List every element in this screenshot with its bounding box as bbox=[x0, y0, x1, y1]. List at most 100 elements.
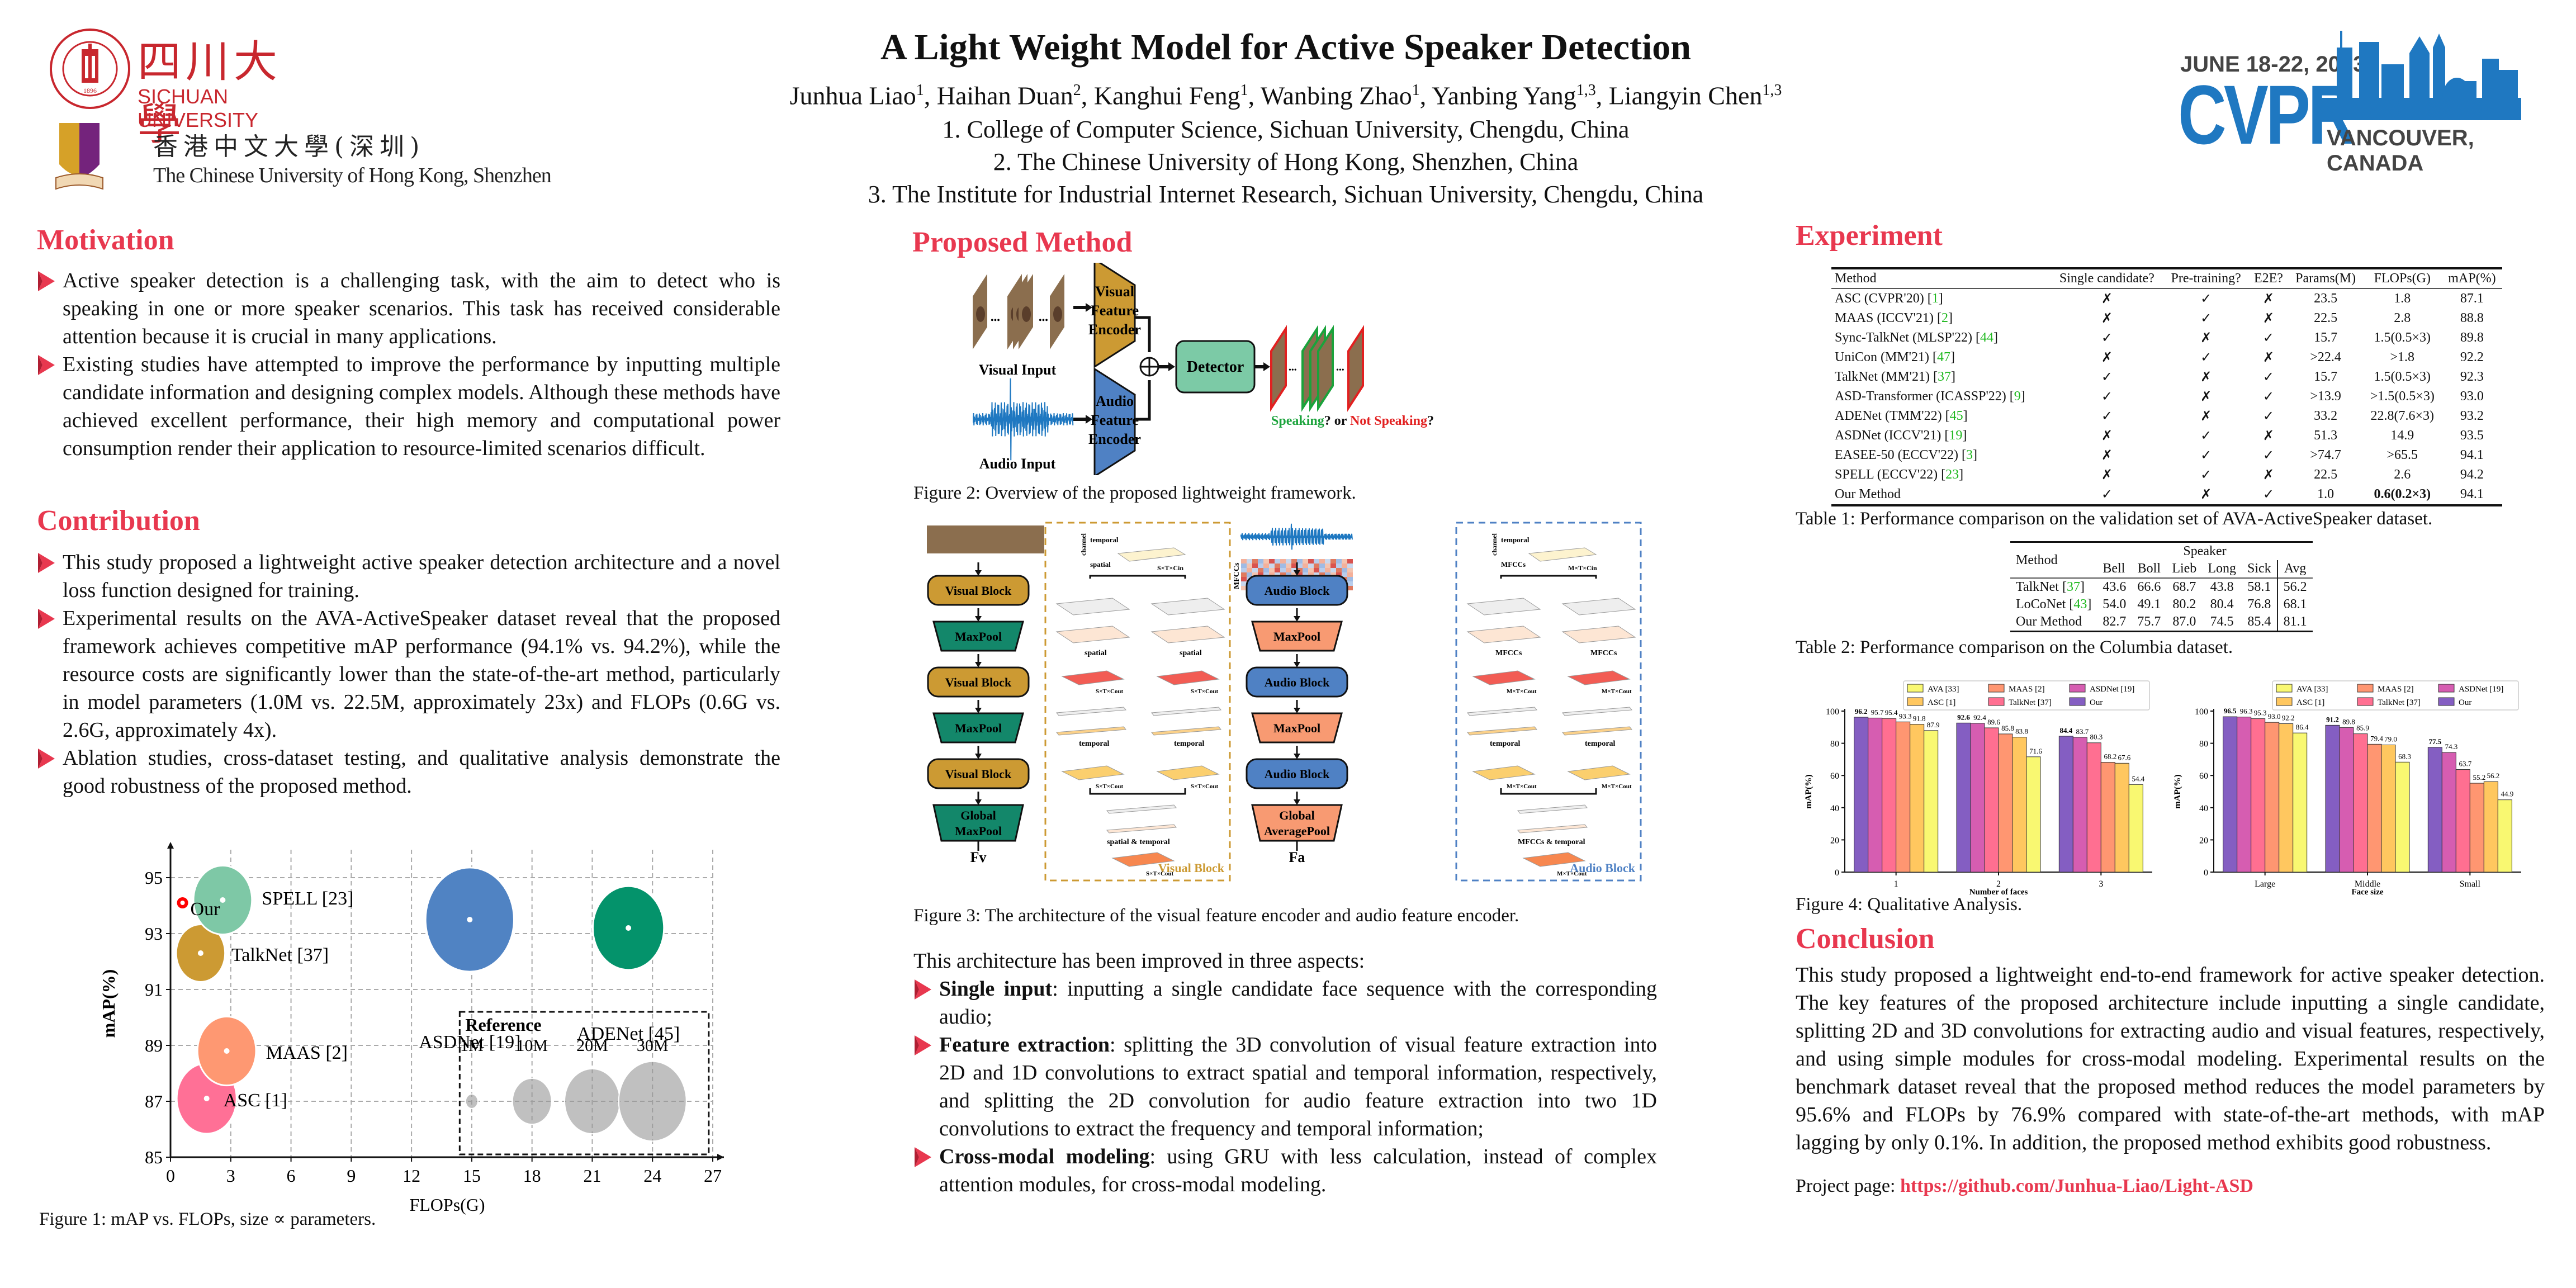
output-frame bbox=[1317, 325, 1334, 412]
e2e-cell: ✓ bbox=[2262, 390, 2274, 404]
feature-tensor-red bbox=[1567, 670, 1631, 685]
conclusion-text: This study proposed a lightweight end-to… bbox=[1796, 963, 2545, 1154]
single-candidate-cell: ✗ bbox=[2101, 292, 2113, 306]
legend-swatch bbox=[1907, 697, 1924, 706]
mfcc-cell bbox=[1280, 572, 1286, 577]
figure-2-caption: Figure 2: Overview of the proposed light… bbox=[913, 483, 1356, 503]
feature-tensor-yellow bbox=[1472, 765, 1536, 780]
bar-ava bbox=[2026, 756, 2041, 873]
arrow-head-icon bbox=[1294, 616, 1300, 622]
mfcc-cell bbox=[1347, 568, 1353, 572]
citation-bracket: ] bbox=[1950, 350, 1955, 364]
mfcc-cell bbox=[1319, 559, 1325, 564]
arrow-head-icon bbox=[1086, 415, 1092, 424]
pre-training-cell: ✗ bbox=[2200, 390, 2212, 404]
aspect-text: : using GRU with less calculation, inste… bbox=[939, 1145, 1657, 1196]
ellipsis-icon: ••• bbox=[1289, 366, 1297, 375]
project-page-link[interactable]: https://github.com/Junhua-Liao/Light-ASD bbox=[1900, 1176, 2253, 1196]
table-1-caption: Table 1: Performance comparison on the v… bbox=[1796, 509, 2433, 529]
legend-label: Our bbox=[2090, 698, 2103, 707]
map-cell: 93.5 bbox=[2460, 428, 2484, 443]
bar-value-label: 92.6 bbox=[1957, 713, 1970, 721]
bar-value-label: 55.2 bbox=[2473, 773, 2485, 782]
mfcc-cell bbox=[1291, 572, 1297, 577]
tensor-dim-label: M×T×Cout bbox=[1557, 870, 1587, 877]
visual-layer-label: Visual Block bbox=[945, 675, 1012, 689]
tensor-dim-label: S×T×Cin bbox=[1157, 564, 1183, 572]
mfcc-cell bbox=[1308, 572, 1314, 577]
cuhk-english-name: The Chinese University of Hong Kong, She… bbox=[153, 164, 552, 187]
legend-label: ASC [1] bbox=[2296, 698, 2324, 707]
method-name-cell: ASC (CVPR'20) [1] bbox=[1831, 288, 2051, 309]
mfcc-cell bbox=[1258, 568, 1263, 572]
single-candidate-cell: ✓ bbox=[2101, 370, 2113, 385]
mfcc-cell bbox=[1275, 572, 1280, 577]
flops-cell: 0.6(0.2×3) bbox=[2374, 487, 2431, 501]
citation-bracket: [ bbox=[2006, 389, 2014, 404]
y-tick-label: 85 bbox=[145, 1147, 163, 1167]
mfcc-cell bbox=[1291, 559, 1297, 564]
single-candidate-cell: ✓ bbox=[2101, 487, 2113, 502]
bubble-label: ASDNet [19] bbox=[419, 1032, 520, 1053]
tensor-dim-label: M×T×Cout bbox=[1507, 783, 1537, 790]
bar-value-label: 91.2 bbox=[2326, 715, 2339, 723]
y-tick-label: 93 bbox=[145, 924, 163, 944]
citation-bracket: ] bbox=[2080, 580, 2085, 594]
y-tick-label: 60 bbox=[1830, 771, 1839, 781]
visual-detail-title: Visual Block bbox=[1158, 861, 1225, 875]
params-cell: 15.7 bbox=[2314, 330, 2338, 345]
visual-connector bbox=[1135, 316, 1151, 352]
figure-4-caption: Figure 4: Qualitative Analysis. bbox=[1796, 894, 2023, 915]
bullet-arrow-icon bbox=[915, 979, 931, 1000]
mfcc-cell bbox=[1247, 564, 1252, 568]
temporal-label: temporal bbox=[1174, 740, 1205, 748]
figure-1-bubble-chart: ASC [1]MAAS [2]TalkNet [37]SPELL [23]ASD… bbox=[98, 842, 724, 1215]
pre-training-cell: ✓ bbox=[2200, 448, 2212, 463]
mfcc-cell bbox=[1330, 564, 1336, 568]
temporal-kernel-strip bbox=[1467, 707, 1537, 716]
speaking-status-part: Not Speaking bbox=[1350, 414, 1427, 428]
bar-value-label: 77.5 bbox=[2428, 737, 2441, 746]
x-tick-label: 12 bbox=[402, 1166, 420, 1186]
speaker-score-cell: 80.4 bbox=[2210, 597, 2234, 612]
map-cell: 89.8 bbox=[2460, 330, 2484, 345]
author-separator: , bbox=[1081, 81, 1094, 110]
mfcc-cell bbox=[1314, 564, 1319, 568]
conv-output-plane bbox=[1055, 626, 1130, 643]
poster-title: A Light Weight Model for Active Speaker … bbox=[880, 27, 1692, 68]
x-tick-label: 9 bbox=[347, 1166, 356, 1186]
bar-asdnet bbox=[1970, 723, 1985, 873]
aspect-title: Feature extraction bbox=[939, 1033, 1110, 1057]
visual-detail-box bbox=[1044, 522, 1231, 882]
contribution-bullet-text: Ablation studies, cross-dataset testing,… bbox=[63, 746, 780, 798]
bar-our bbox=[2427, 747, 2442, 873]
citation-bracket: ] bbox=[1963, 409, 1968, 423]
citation-bracket: ] bbox=[1938, 291, 1943, 306]
axis-label-channel: channel bbox=[1079, 533, 1087, 556]
video-frame bbox=[927, 525, 949, 553]
arrow-head-icon bbox=[1086, 303, 1092, 312]
mfcc-cell bbox=[1308, 564, 1314, 568]
mfcc-cell bbox=[1347, 559, 1353, 564]
bubble-label: SPELL [23] bbox=[262, 888, 353, 909]
bar-value-label: 71.6 bbox=[2029, 747, 2042, 755]
author-list: Junhua Liao1, Haihan Duan2, Kanghui Feng… bbox=[643, 73, 1929, 113]
tensor-dim-label: S×T×Cout bbox=[1191, 688, 1219, 695]
speaker-score-cell: 43.8 bbox=[2210, 580, 2234, 594]
audio-layer-label: Audio Block bbox=[1265, 584, 1330, 598]
e2e-cell: ✗ bbox=[2262, 351, 2274, 365]
map-cell: 94.2 bbox=[2460, 467, 2484, 482]
y-tick-label: 60 bbox=[2199, 771, 2208, 781]
mfcc-cell bbox=[1325, 568, 1330, 572]
method-name-cell: ASDNet (ICCV'21) [19] bbox=[1831, 426, 2051, 446]
mfcc-cell bbox=[1308, 568, 1314, 572]
mfcc-cell bbox=[1247, 572, 1252, 577]
bar-ava bbox=[2128, 784, 2143, 873]
mfcc-cell bbox=[1303, 564, 1308, 568]
tensor-dim-label: M×T×Cin bbox=[1568, 564, 1597, 572]
